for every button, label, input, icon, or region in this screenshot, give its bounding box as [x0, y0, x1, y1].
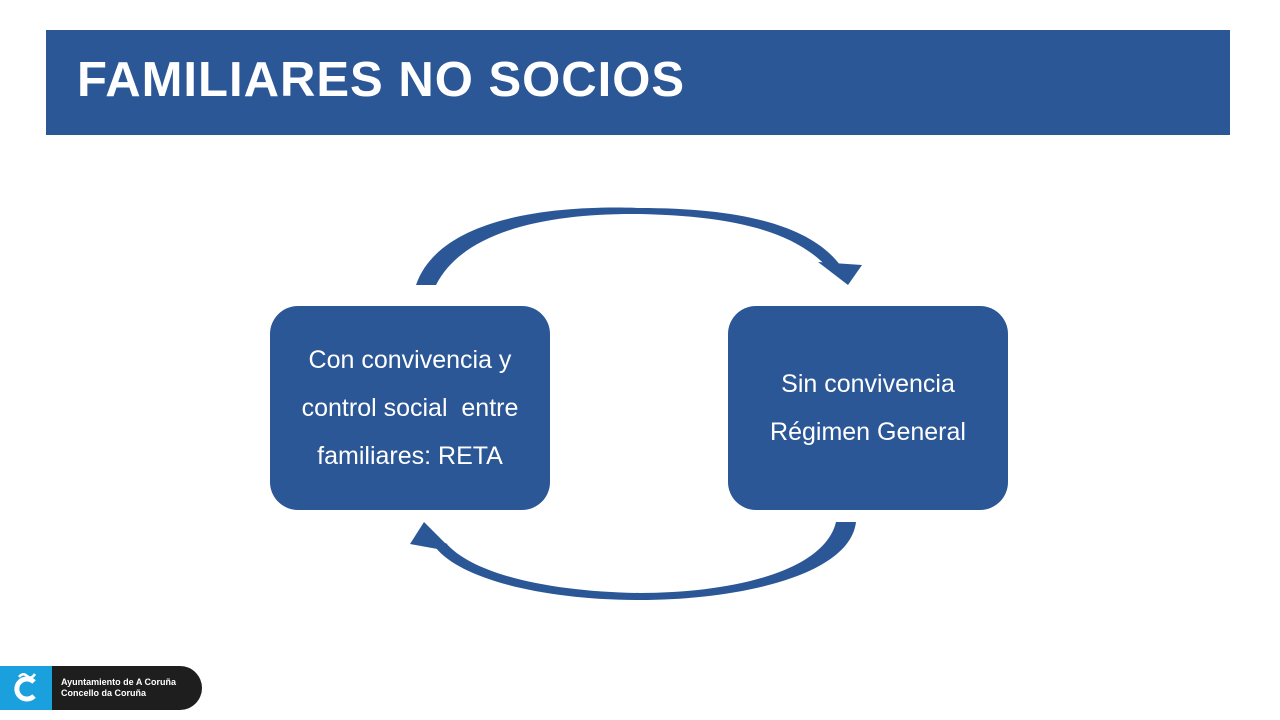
- title-bar: FAMILIARES NO SOCIOS: [46, 30, 1230, 135]
- box-without-cohabitation: Sin convivencia Régimen General: [728, 306, 1008, 510]
- box-right-line-1: Sin convivencia: [781, 370, 955, 398]
- box-left-line-2: control social entre: [301, 394, 519, 422]
- arrow-bottom-head: [410, 522, 454, 552]
- logo-line-1: Ayuntamiento de A Coruña: [61, 677, 177, 687]
- box-with-cohabitation: Con convivencia y control social entre f…: [270, 306, 550, 510]
- logo-line-2: Concello da Coruña: [61, 688, 147, 698]
- arrow-top: [416, 207, 840, 285]
- council-logo-icon: [0, 666, 52, 710]
- council-logo-text: Ayuntamiento de A Coruña Concello da Cor…: [61, 677, 176, 699]
- arrow-top-head: [818, 262, 862, 285]
- box-left-line-1: Con convivencia y: [308, 346, 512, 374]
- page-title: FAMILIARES NO SOCIOS: [77, 53, 686, 107]
- council-logo: Ayuntamiento de A Coruña Concello da Cor…: [0, 666, 202, 710]
- arrow-bottom: [436, 522, 856, 600]
- box-right-line-2: Régimen General: [770, 418, 966, 446]
- box-left-line-3: familiares: RETA: [317, 442, 503, 470]
